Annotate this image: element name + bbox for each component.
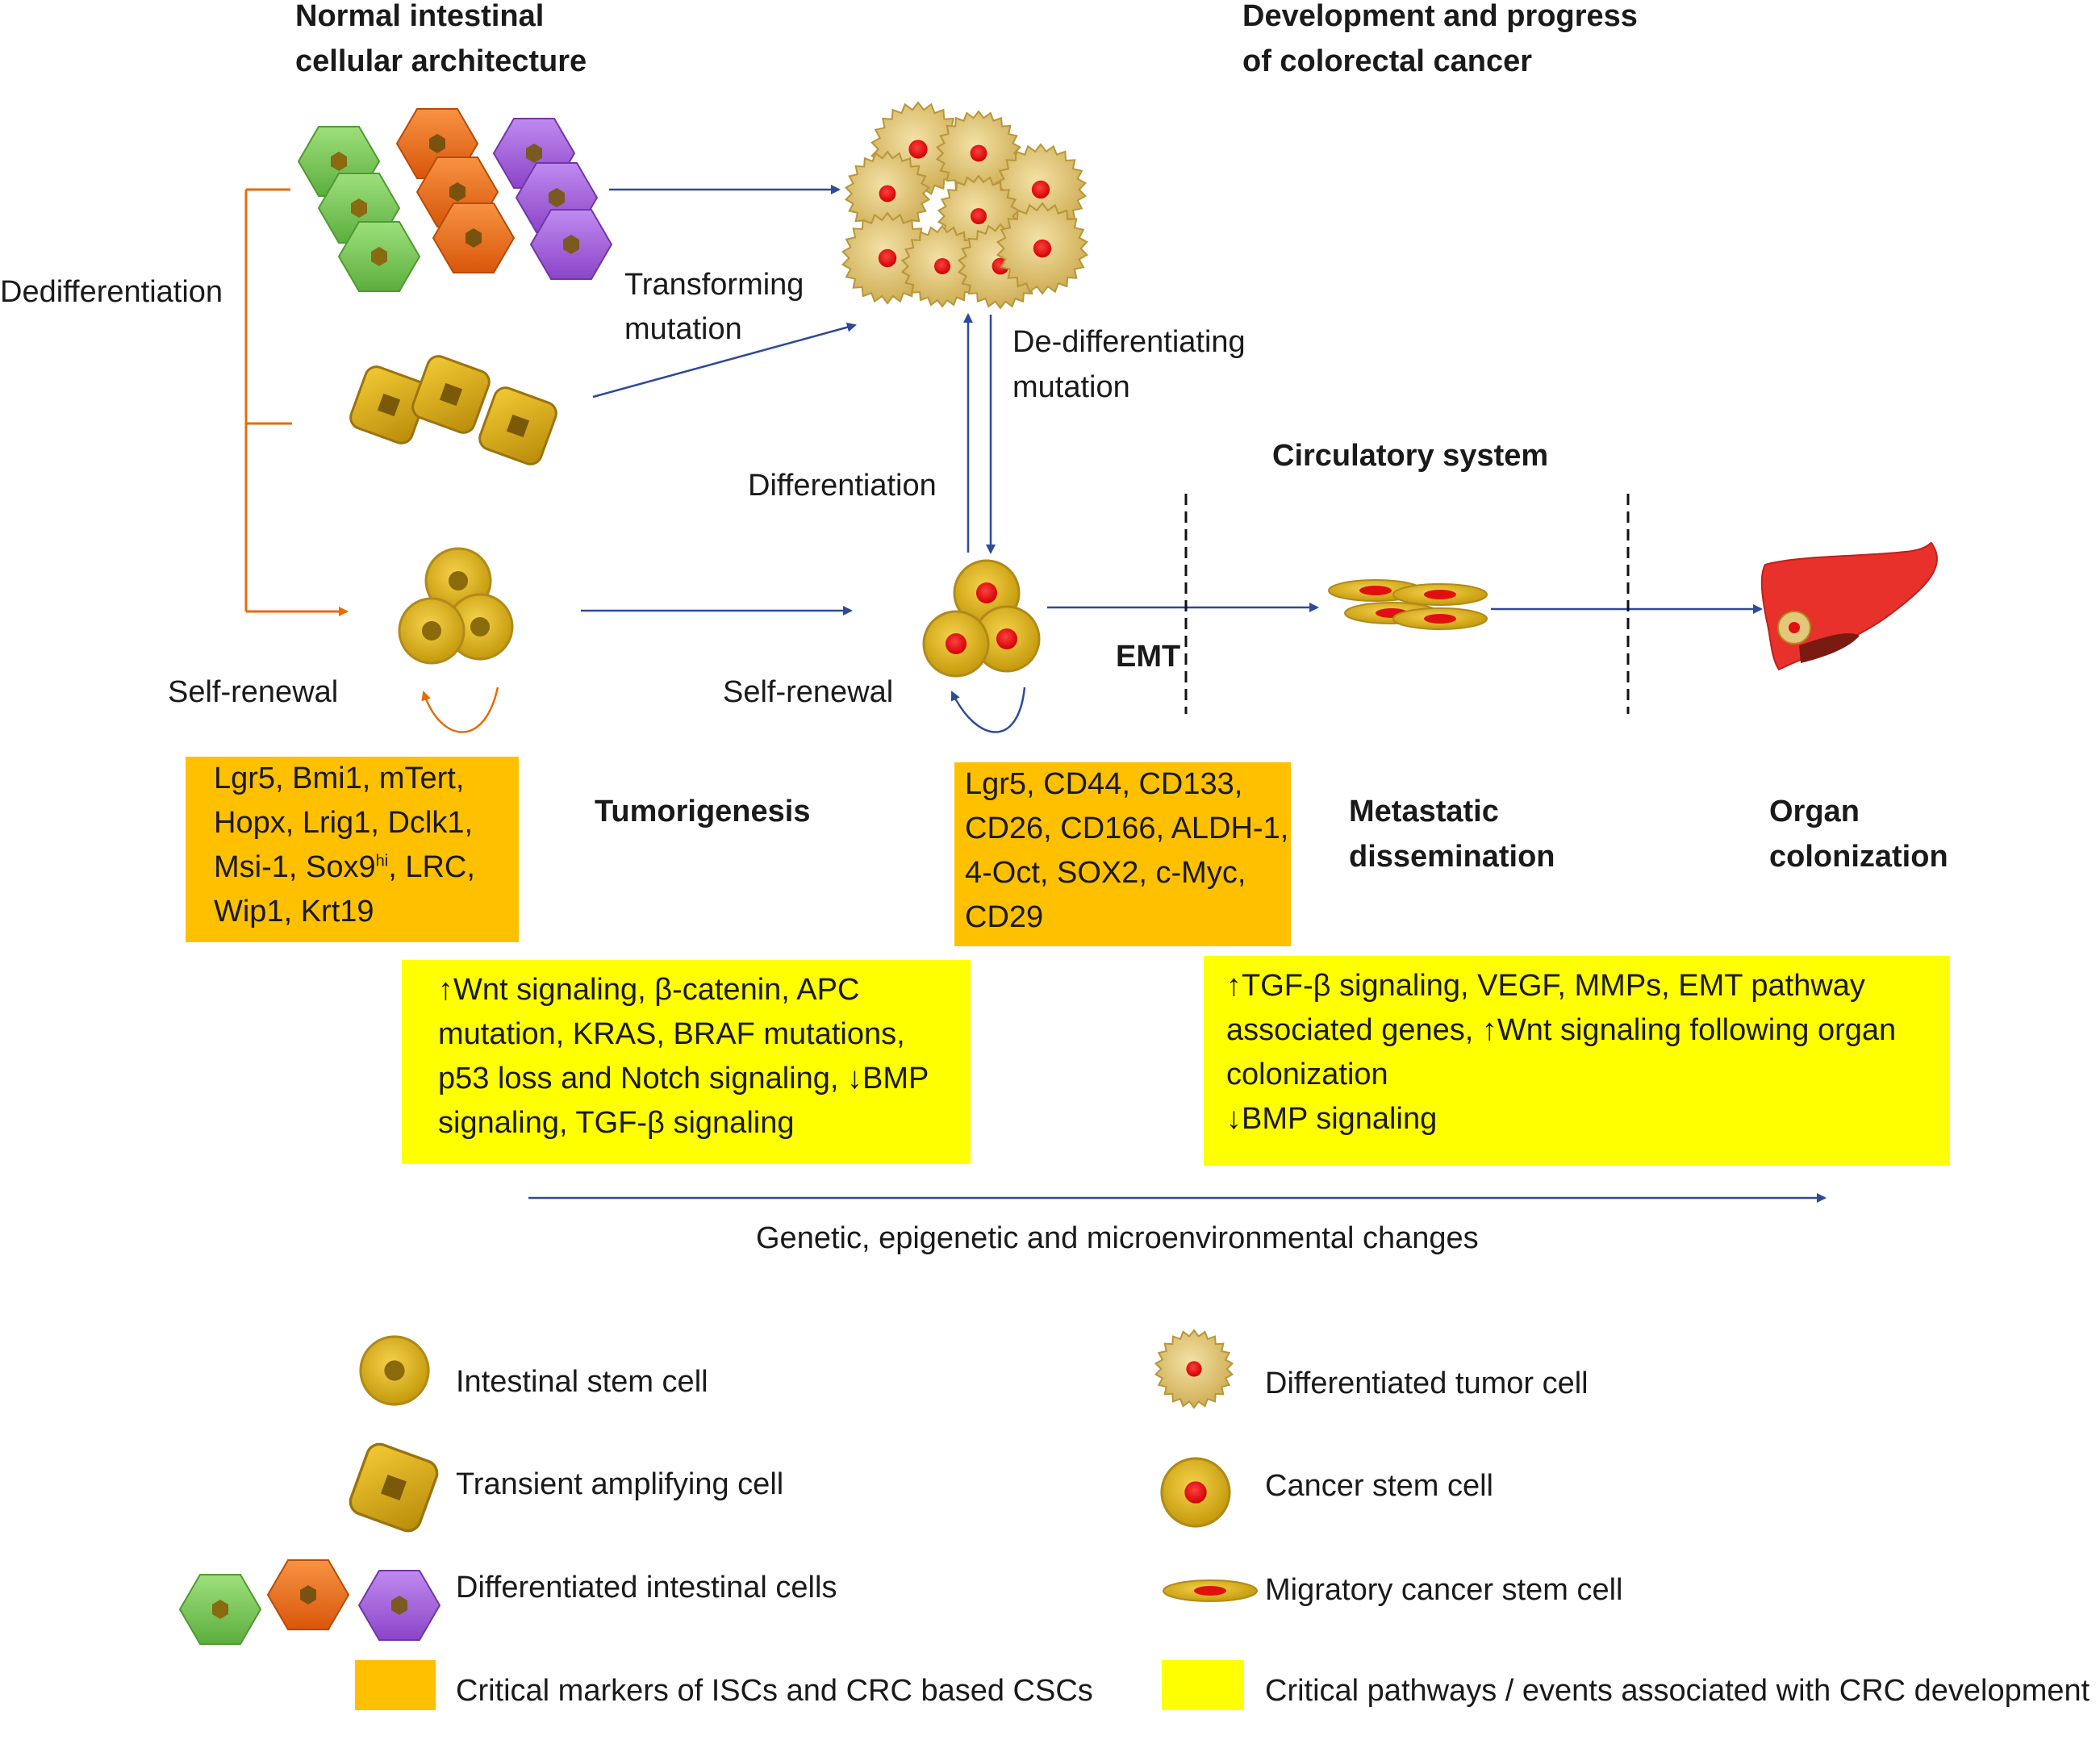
tumor-pathways-line4: signaling, TGF-β signaling — [438, 1106, 795, 1140]
csc-markers-box: Lgr5, CD44, CD133, CD26, CD166, ALDH-1, … — [954, 762, 1291, 946]
differentiated-intestinal-cells-cluster — [298, 108, 612, 292]
arrow-self-renewal-right — [950, 686, 1026, 733]
metastasis-pathways-line2: associated genes, ↑Wnt signaling followi… — [1226, 1013, 1897, 1047]
legend-marker-swatch — [355, 1660, 436, 1710]
metastasis-pathways-box: ↑TGF-β signaling, VEGF, MMPs, EMT pathwa… — [1204, 956, 1950, 1166]
heading-cancer-line1: Development and progress — [1242, 0, 1638, 33]
heading-circulatory: Circulatory system — [1272, 439, 1548, 473]
legend-purple-hex-icon — [358, 1570, 440, 1641]
heading-metastatic-line1: Metastatic — [1349, 795, 1499, 828]
arrow-ta-to-tumor — [592, 322, 857, 399]
label-dedifferentiating-line1: De-differentiating — [1012, 325, 1246, 359]
liver-icon — [1760, 542, 1939, 671]
cancer-stem-cells-cluster — [922, 559, 1041, 678]
isc-markers-line3: Msi-1, Sox9hi, LRC, — [214, 845, 519, 890]
migratory-cancer-stem-cells-cluster — [1328, 579, 1488, 630]
metastasis-pathways-line3: colonization — [1226, 1058, 1388, 1091]
metastasis-pathways-line1: ↑TGF-β signaling, VEGF, MMPs, EMT pathwa… — [1226, 969, 1865, 1003]
heading-cancer-line2: of colorectal cancer — [1242, 44, 1532, 78]
csc-markers-line2: CD26, CD166, ALDH-1, — [965, 812, 1289, 845]
tumor-pathways-line2: mutation, KRAS, BRAF mutations, — [438, 1017, 905, 1051]
tumor-pathways-box: ↑Wnt signaling, β-catenin, APC mutation,… — [402, 960, 971, 1164]
legend-label-markers: Critical markers of ISCs and CRC based C… — [456, 1674, 1093, 1708]
label-self-renewal-left: Self-renewal — [168, 675, 338, 709]
isc-markers-line2: Hopx, Lrig1, Dclk1, — [214, 806, 474, 840]
heading-organ-line1: Organ — [1769, 795, 1860, 828]
dedifferentiation-bracket — [244, 188, 349, 616]
tumor-cell-9 — [996, 202, 1089, 295]
label-emt: EMT — [1116, 640, 1180, 674]
legend-pathway-swatch — [1162, 1660, 1244, 1710]
legend-icons — [179, 1335, 1258, 1710]
csc-markers-line1: Lgr5, CD44, CD133, — [965, 767, 1243, 801]
legend-label-migratory: Migratory cancer stem cell — [1265, 1573, 1622, 1607]
legend-tumor-cell-icon — [1154, 1329, 1234, 1409]
isc-markers-box: Lgr5, Bmi1, mTert, Hopx, Lrig1, Dclk1, M… — [186, 757, 519, 942]
isc-markers-sox9-sup: hi — [375, 852, 389, 870]
tumor-cell-2 — [935, 110, 1022, 197]
isc-markers-line1: Lgr5, Bmi1, mTert, — [214, 762, 465, 795]
label-transforming-line1: Transforming — [624, 268, 804, 302]
label-self-renewal-right: Self-renewal — [723, 675, 893, 709]
label-dedifferentiation: Dedifferentiation — [0, 275, 223, 309]
heading-normal-line2: cellular architecture — [295, 44, 587, 78]
transient-amplifying-cells-cluster — [346, 352, 561, 469]
isc-markers-sox9: Msi-1, Sox9 — [214, 850, 376, 884]
legend-migratory-icon — [1163, 1579, 1258, 1602]
label-changes: Genetic, epigenetic and microenvironment… — [756, 1221, 1479, 1255]
heading-organ-line2: colonization — [1769, 840, 1948, 874]
heading-metastatic-line2: dissemination — [1349, 840, 1555, 874]
legend-label-stem-cell: Intestinal stem cell — [456, 1365, 708, 1399]
metastasis-pathways-line4: ↓BMP signaling — [1226, 1102, 1438, 1136]
tumor-pathways-line3: p53 loss and Notch signaling, ↓BMP — [438, 1062, 929, 1095]
label-transforming-line2: mutation — [624, 312, 742, 346]
label-dedifferentiating-line2: mutation — [1012, 370, 1130, 404]
heading-normal-line1: Normal intestinal — [295, 0, 544, 33]
tumor-pathways-line1: ↑Wnt signaling, β-catenin, APC — [438, 973, 860, 1007]
csc-markers-line4: CD29 — [965, 900, 1044, 934]
legend-transient-cell-icon — [345, 1439, 442, 1536]
legend-label-pathways: Critical pathways / events associated wi… — [1265, 1674, 2090, 1708]
legend-cancer-cell-icon — [1160, 1457, 1231, 1528]
intestinal-stem-cells-cluster — [398, 547, 514, 665]
legend-tumor-cell — [1154, 1329, 1234, 1409]
legend-label-transient-cell: Transient amplifying cell — [456, 1467, 783, 1501]
isc-markers-lrc: , LRC, — [388, 850, 475, 884]
legend-orange-hex-icon — [267, 1559, 349, 1630]
legend-label-diff-cells: Differentiated intestinal cells — [456, 1571, 837, 1605]
label-differentiation: Differentiation — [748, 469, 937, 503]
arrow-self-renewal-left — [421, 686, 499, 733]
flow-arrows — [528, 185, 1827, 1203]
legend-label-cancer-stem: Cancer stem cell — [1265, 1469, 1493, 1503]
isc-markers-line4: Wip1, Krt19 — [214, 895, 374, 928]
legend-green-hex-icon — [179, 1574, 261, 1645]
legend-label-diff-tumor: Differentiated tumor cell — [1265, 1367, 1589, 1400]
legend-stem-cell-icon — [359, 1335, 430, 1406]
csc-markers-line3: 4-Oct, SOX2, c-Myc, — [965, 856, 1246, 890]
heading-tumorigenesis: Tumorigenesis — [595, 795, 810, 828]
differentiated-tumor-cells-cluster — [841, 101, 1089, 310]
